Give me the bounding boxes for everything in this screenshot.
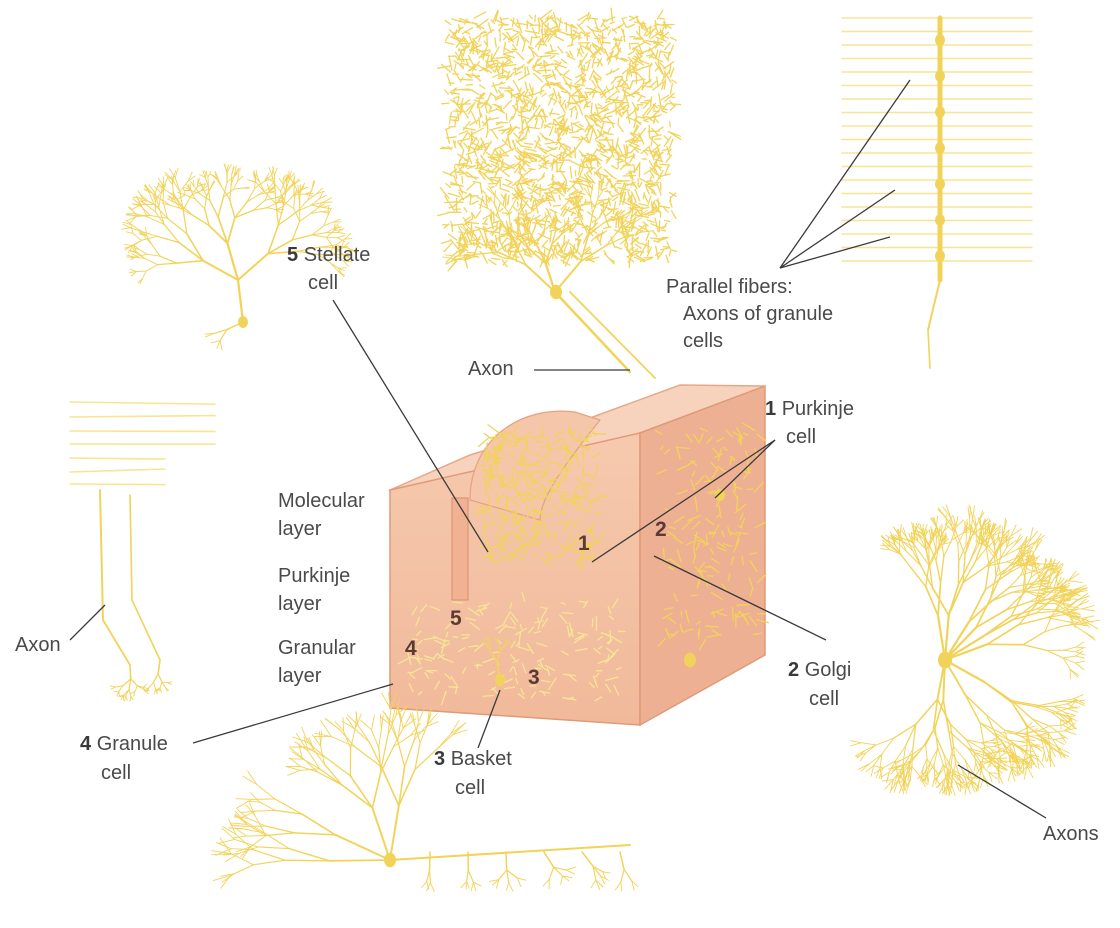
- parallel-fibers-drawing: [842, 18, 1032, 368]
- granular-layer-2: layer: [278, 663, 321, 689]
- basket-number: 3: [434, 748, 445, 770]
- stellate-label-line1: 5 Stellate: [287, 242, 370, 268]
- block-number-4: 4: [405, 637, 417, 661]
- golgi-text-2: cell: [809, 686, 839, 712]
- golgi-label-line1: 2 Golgi: [788, 657, 851, 683]
- purkinje-number: 1: [765, 398, 776, 420]
- purkinje-label-line1: 1 Purkinje: [765, 396, 854, 422]
- block-number-5: 5: [450, 607, 462, 631]
- purkinje-layer-1: Purkinje: [278, 563, 350, 589]
- block-number-3: 3: [528, 666, 540, 690]
- parallel-leader-3: [780, 237, 890, 268]
- stellate-text-1: Stellate: [304, 244, 371, 266]
- golgi-number: 2: [788, 659, 799, 681]
- golgi-cell-drawing: [851, 505, 1100, 796]
- axon-top-label: Axon: [468, 356, 514, 382]
- parallel-fibers-label-1: Parallel fibers:: [666, 274, 793, 300]
- stellate-text-2: cell: [308, 270, 338, 296]
- purkinje-cell-drawing: [438, 8, 681, 378]
- granule-cell-drawing: [70, 402, 215, 701]
- basket-label-line1: 3 Basket: [434, 746, 512, 772]
- stellate-probe: [452, 498, 468, 600]
- molecular-layer-1: Molecular: [278, 488, 365, 514]
- parallel-leader-1: [780, 80, 910, 268]
- block-number-1: 1: [578, 532, 590, 556]
- molecular-layer-2: layer: [278, 516, 321, 542]
- axons-right-label: Axons: [1043, 821, 1099, 847]
- parallel-fibers-label-3: cells: [683, 328, 723, 354]
- granule-leader: [193, 684, 393, 743]
- granular-layer-1: Granular: [278, 635, 356, 661]
- purkinje-text-2: cell: [786, 424, 816, 450]
- purkinje-layer-2: layer: [278, 591, 321, 617]
- basket-text-2: cell: [455, 775, 485, 801]
- golgi-text-1: Golgi: [805, 659, 852, 681]
- purkinje-text-1: Purkinje: [782, 398, 854, 420]
- parallel-fibers-label-2: Axons of granule: [683, 301, 833, 327]
- granule-text-1: Granule: [97, 733, 168, 755]
- granule-number: 4: [80, 733, 91, 755]
- basket-cell-drawing: [212, 692, 638, 891]
- stellate-number: 5: [287, 244, 298, 266]
- basket-text-1: Basket: [451, 748, 512, 770]
- block-number-2: 2: [655, 518, 667, 542]
- axon-left-leader: [70, 605, 105, 640]
- axon-left-label: Axon: [15, 632, 61, 658]
- granule-text-2: cell: [101, 760, 131, 786]
- granule-label-line1: 4 Granule: [80, 731, 168, 757]
- parallel-leader-2: [780, 190, 895, 268]
